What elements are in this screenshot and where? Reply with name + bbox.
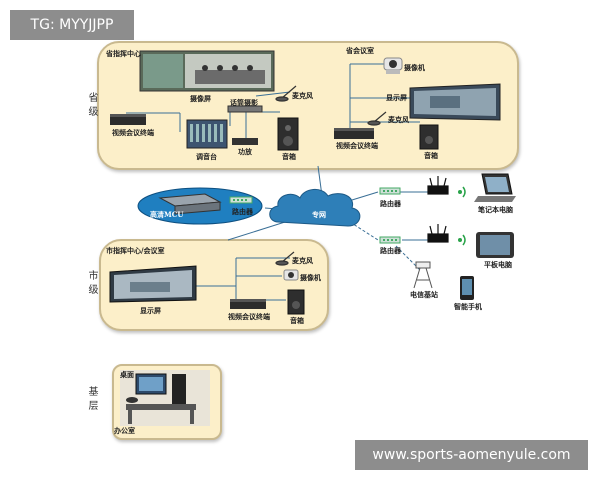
label-processor: 话筒摄影: [230, 98, 258, 107]
city-camera: [283, 269, 299, 281]
label-speaker-a: 音箱: [282, 152, 296, 161]
province-mixer: [186, 119, 228, 149]
province-amplifier: [232, 138, 258, 145]
label-city-display: 显示屏: [140, 306, 161, 315]
province-video-terminal-a: [110, 114, 146, 125]
label-mic-a: 麦克风: [292, 91, 313, 100]
label-router-1: 路由器: [380, 199, 401, 208]
province-command-screen: [139, 50, 275, 92]
label-video-terminal-b: 视频会议终端: [336, 141, 378, 150]
province-speaker-a: [277, 117, 299, 151]
province-mic-a: [275, 85, 297, 102]
label-laptop: 笔记本电脑: [478, 205, 513, 214]
wireless-ap-2: [427, 224, 449, 243]
label-base-station: 电信基站: [410, 290, 438, 299]
line-cloud-router1: [351, 191, 379, 201]
level-city: 市级: [86, 270, 97, 298]
label-city-mic: 麦克风: [292, 256, 313, 265]
wireless-ap-1: [427, 176, 449, 195]
office-workstation: [120, 370, 210, 426]
label-camera-a: 摄像屏: [190, 94, 211, 103]
router-1: [379, 187, 401, 195]
line-cloud-city: [227, 221, 286, 241]
label-tablet: 平板电脑: [484, 260, 512, 269]
label-desktop: 桌面: [120, 370, 134, 379]
level-grassroots: 基层: [86, 386, 97, 414]
cloud-private-network: [269, 189, 361, 227]
router-mcu: [229, 196, 253, 204]
label-video-terminal-a: 视频会议终端: [112, 128, 154, 137]
label-city-camera: 摄像机: [300, 273, 321, 282]
line-router2-base: [395, 245, 421, 271]
province-mic-b: [367, 111, 387, 126]
label-speaker-b: 音箱: [424, 151, 438, 160]
label-router-2: 路由器: [380, 246, 401, 255]
province-display-b: [409, 83, 501, 121]
province-processor: [227, 105, 263, 113]
province-video-terminal-b: [334, 128, 374, 139]
smartphone-icon: [460, 276, 474, 300]
label-amplifier: 功放: [238, 147, 252, 156]
base-station-icon: [413, 261, 433, 289]
label-mic-b: 麦克风: [388, 115, 409, 124]
wifi-signal-1-icon: [458, 186, 466, 198]
province-camera-b: [383, 57, 403, 74]
label-cloud: 专网: [312, 210, 326, 219]
laptop-icon: [474, 173, 516, 202]
tablet-icon: [476, 232, 514, 258]
label-mixer: 调音台: [196, 152, 217, 161]
label-conference-room: 省会议室: [346, 46, 374, 55]
watermark-top-left: TG: MYYJJPP: [10, 10, 134, 40]
province-speaker-b: [419, 124, 439, 150]
wifi-signal-2-icon: [458, 234, 466, 246]
watermark-bottom-right: www.sports-aomenyule.com: [355, 440, 588, 470]
label-smartphone: 智能手机: [454, 302, 482, 311]
label-router-mcu: 路由器: [232, 207, 253, 216]
label-mcu: 高清MCU: [150, 210, 184, 219]
city-mic: [275, 251, 295, 266]
city-display: [109, 265, 197, 303]
level-province: 省级: [86, 92, 97, 120]
router-2: [379, 236, 401, 244]
label-city-video-terminal: 视频会议终端: [228, 312, 270, 321]
label-display-b: 显示屏: [386, 93, 407, 102]
city-video-terminal: [230, 299, 266, 309]
label-city-title: 市指挥中心/会议室: [106, 246, 165, 255]
label-office: 办公室: [114, 426, 135, 435]
city-speaker: [287, 289, 305, 315]
label-command-center: 省指挥中心: [106, 49, 141, 58]
label-camera-b: 摄像机: [404, 63, 425, 72]
label-city-speaker: 音箱: [290, 316, 304, 325]
